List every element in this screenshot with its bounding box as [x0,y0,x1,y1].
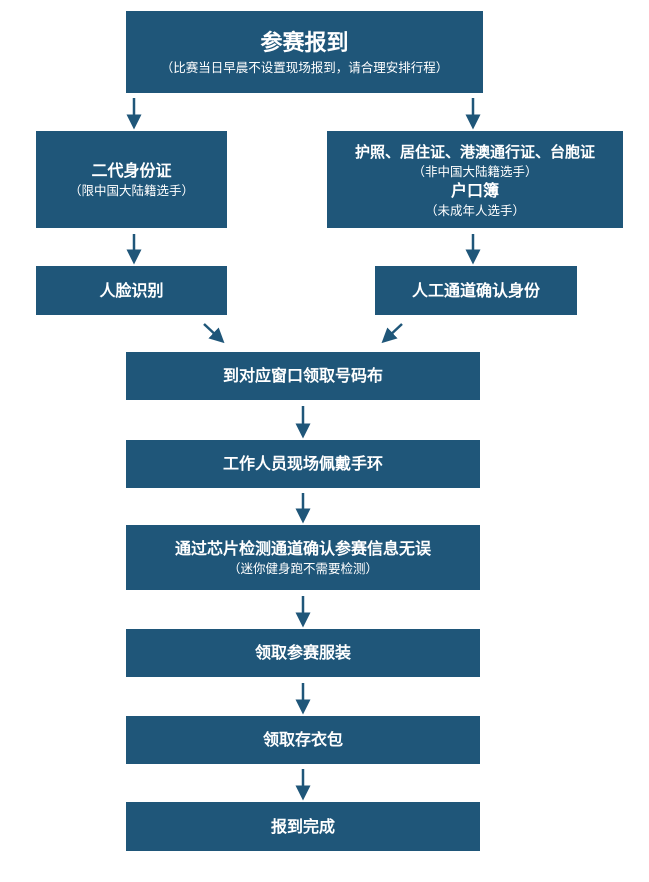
other-docs-box: 护照、居住证、港澳通行证、台胞证 （非中国大陆籍选手） 户口簿 （未成年人选手） [327,131,623,228]
arrow-diagonal-icon [203,323,225,344]
step-note: （迷你健身跑不需要检测） [227,561,378,576]
start-note: （比赛当日早晨不设置现场报到，请合理安排行程） [160,59,449,75]
id-card-box: 二代身份证 （限中国大陆籍选手） [36,131,227,228]
step-box: 领取参赛服装 [126,629,480,677]
step-box: 通过芯片检测通道确认参赛信息无误 （迷你健身跑不需要检测） [126,525,480,590]
household-note: （未成年人选手） [424,202,525,218]
step-title: 通过芯片检测通道确认参赛信息无误 [174,539,431,558]
step-title: 报到完成 [270,816,335,836]
manual-check-box: 人工通道确认身份 [375,266,577,315]
face-recognition-title: 人脸识别 [99,280,164,300]
step-box: 报到完成 [126,802,480,851]
id-card-title: 二代身份证 [91,161,172,180]
step-box: 工作人员现场佩戴手环 [126,440,480,488]
step-box: 到对应窗口领取号码布 [126,352,480,400]
step-title: 领取参赛服装 [254,643,351,662]
step-box: 领取存衣包 [126,716,480,764]
other-docs-title: 护照、居住证、港澳通行证、台胞证 [354,142,595,161]
start-box: 参赛报到 （比赛当日早晨不设置现场报到，请合理安排行程） [126,11,483,93]
step-title: 领取存衣包 [262,730,343,749]
face-recognition-box: 人脸识别 [36,266,227,315]
step-title: 工作人员现场佩戴手环 [222,454,383,473]
household-title: 户口簿 [450,180,499,200]
start-title: 参赛报到 [260,30,349,56]
arrow-diagonal-icon [381,323,403,344]
manual-check-title: 人工通道确认身份 [411,280,540,300]
other-docs-note: （非中国大陆籍选手） [412,163,538,179]
id-card-note: （限中国大陆籍选手） [68,183,194,198]
step-title: 到对应窗口领取号码布 [222,366,383,385]
